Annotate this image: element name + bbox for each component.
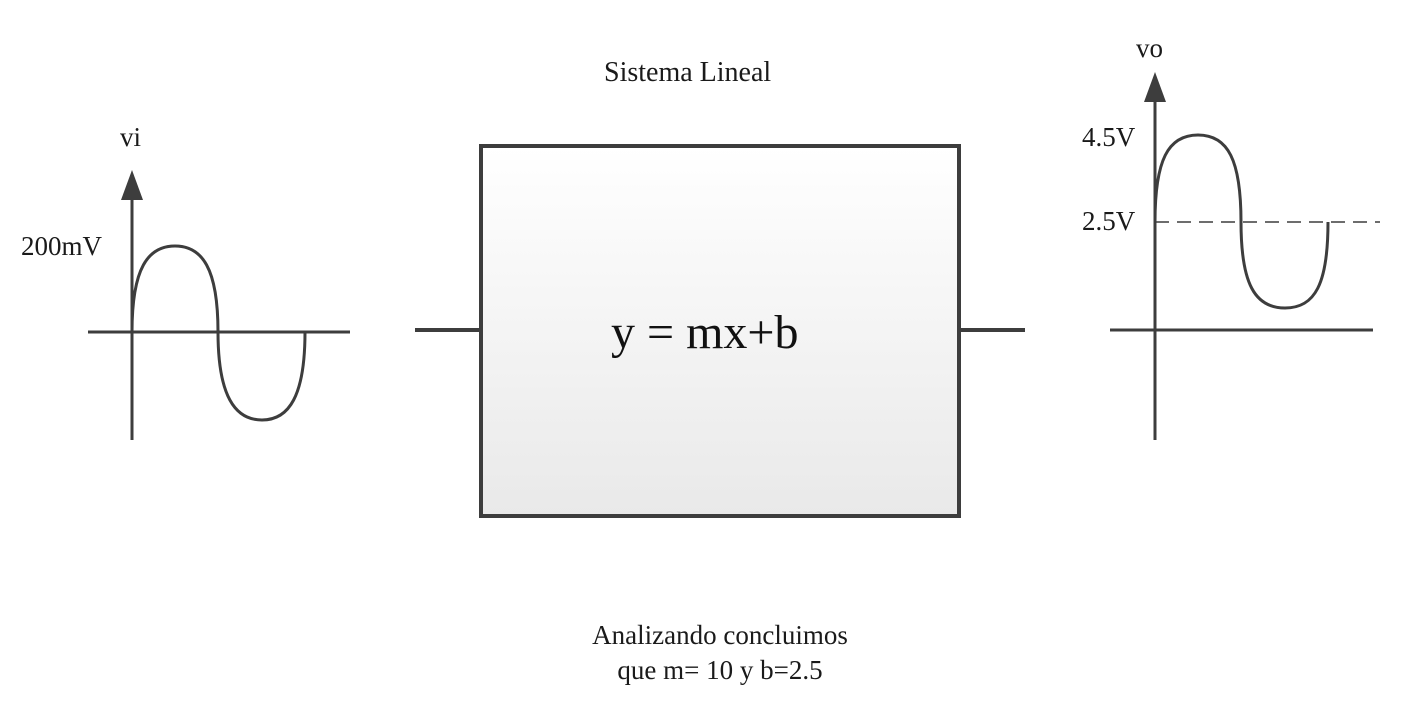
conclusion-line-2: que m= 10 y b=2.5 [617, 655, 823, 686]
output-axis-arrowhead [1144, 72, 1166, 102]
input-axis-label: vi [120, 122, 142, 152]
input-signal-plot [88, 170, 350, 440]
system-box [479, 144, 961, 518]
system-equation: y = mx+b [611, 306, 799, 359]
output-sine-wave [1153, 133, 1330, 310]
input-amplitude-label: 200mV [21, 231, 102, 261]
input-sine-wave [130, 244, 307, 422]
output-offset-label: 2.5V [1082, 206, 1136, 236]
output-signal-plot [1110, 72, 1380, 440]
system-block [415, 144, 1025, 518]
output-peak-label: 4.5V [1082, 122, 1136, 152]
conclusion-line-1: Analizando concluimos [592, 620, 848, 650]
output-axis-label: vo [1136, 33, 1163, 63]
conclusion-text: Analizando concluimos que m= 10 y b=2.5 [505, 618, 935, 688]
input-axis-arrowhead [121, 170, 143, 200]
system-title: Sistema Lineal [604, 57, 772, 88]
